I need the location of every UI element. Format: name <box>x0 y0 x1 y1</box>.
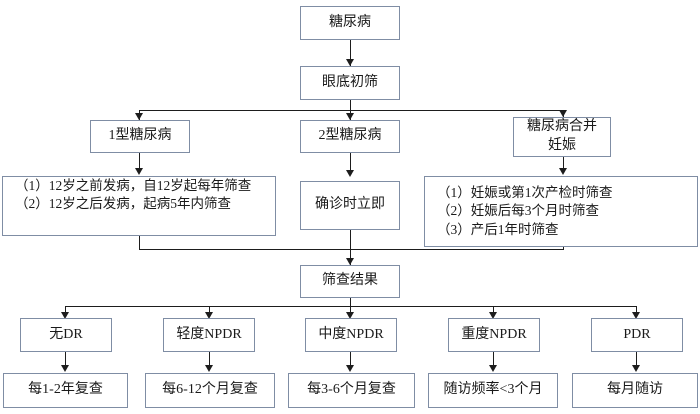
edge-outcome-stem-0 <box>65 306 66 315</box>
edge-type2-to-detail <box>350 153 351 173</box>
edge-pregnancy-to-detail <box>563 157 564 169</box>
arrow-type2-to-detail <box>346 170 354 177</box>
node-root-label: 糖尿病 <box>329 14 371 30</box>
arrow-outcome-2 <box>346 312 354 319</box>
edge-result-down <box>350 298 351 306</box>
edge-grade-0-to-followup <box>65 352 66 367</box>
edge-grade-2-to-followup <box>350 352 351 367</box>
edge-initial-down <box>350 100 351 110</box>
node-grade-1-label: 轻度NPDR <box>176 326 242 342</box>
node-grade-0-label: 无DR <box>49 326 83 342</box>
node-followup-4-label: 每月随访 <box>607 382 663 398</box>
edge-outcome-stem-1 <box>209 306 210 315</box>
arrow-grade-3-to-followup <box>489 365 497 372</box>
node-grade-2-label: 中度NPDR <box>318 326 384 342</box>
edge-grade-4-to-followup <box>636 352 637 367</box>
node-followup-0[interactable]: 每1-2年复查 <box>3 373 128 408</box>
node-followup-1-label: 每6-12个月复查 <box>162 382 258 398</box>
arrow-to-type2 <box>346 113 354 120</box>
edge-detail-pregnancy-down <box>563 247 564 249</box>
node-detail-type1-line1: （1）12岁之前发病，自12岁起每年筛查 <box>15 178 252 193</box>
node-branch-pregnancy[interactable]: 糖尿病合并 妊娠 <box>513 117 611 157</box>
arrow-outcome-3 <box>489 312 497 319</box>
node-followup-3[interactable]: 随访频率<3个月 <box>428 373 558 408</box>
edge-detail-type1-down <box>139 236 140 249</box>
node-screening-result-label: 筛查结果 <box>322 273 378 289</box>
arrow-grade-0-to-followup <box>61 365 69 372</box>
node-detail-type1-line2: （2）12岁之后发病，起病5年内筛查 <box>15 196 231 212</box>
node-branch-type2-label: 2型糖尿病 <box>318 128 382 144</box>
arrow-outcome-1 <box>205 312 213 319</box>
node-detail-pregnancy-line2: （2）妊娠后每3个月时筛查 <box>437 203 599 219</box>
arrow-root-to-initial <box>346 59 354 66</box>
arrow-pregnancy-to-detail <box>559 168 567 175</box>
edge-outcome-stem-4 <box>636 306 637 315</box>
arrow-to-screening-result <box>346 258 354 265</box>
node-initial-screening-label: 眼底初筛 <box>322 74 378 90</box>
node-followup-3-label: 随访频率<3个月 <box>443 382 543 398</box>
node-branch-type1[interactable]: 1型糖尿病 <box>90 120 190 153</box>
edge-outcome-stem-3 <box>493 306 494 315</box>
node-grade-4-label: PDR <box>623 326 651 342</box>
node-followup-0-label: 每1-2年复查 <box>28 382 103 398</box>
arrow-outcome-0 <box>61 312 69 319</box>
arrow-grade-4-to-followup <box>632 365 640 372</box>
node-followup-1[interactable]: 每6-12个月复查 <box>145 373 275 408</box>
edge-grade-3-to-followup <box>493 352 494 367</box>
node-initial-screening[interactable]: 眼底初筛 <box>300 66 400 100</box>
arrow-grade-1-to-followup <box>205 365 213 372</box>
node-followup-2-label: 每3-6个月复查 <box>307 382 396 398</box>
node-screening-result[interactable]: 筛查结果 <box>300 265 400 298</box>
node-followup-4[interactable]: 每月随访 <box>572 373 698 408</box>
node-grade-1[interactable]: 轻度NPDR <box>163 318 255 352</box>
node-grade-0[interactable]: 无DR <box>20 318 112 352</box>
node-branch-type2[interactable]: 2型糖尿病 <box>300 120 400 153</box>
edge-merge-bar <box>139 249 564 250</box>
node-root[interactable]: 糖尿病 <box>300 6 400 40</box>
node-detail-pregnancy[interactable]: （1）妊娠或第1次产检时筛查 （2）妊娠后每3个月时筛查 （3）产后1年时筛查 <box>424 176 698 247</box>
arrow-outcome-4 <box>632 312 640 319</box>
edge-outcome-stem-2 <box>350 306 351 315</box>
edge-outcome-bar <box>65 306 637 307</box>
edge-grade-1-to-followup <box>209 352 210 367</box>
node-followup-2[interactable]: 每3-6个月复查 <box>288 373 415 408</box>
arrow-to-type1 <box>135 113 143 120</box>
node-grade-4[interactable]: PDR <box>591 318 683 352</box>
node-branch-pregnancy-line1: 糖尿病合并 <box>527 119 597 135</box>
node-grade-2[interactable]: 中度NPDR <box>305 318 397 352</box>
node-detail-pregnancy-line3: （3）产后1年时筛查 <box>437 221 559 237</box>
node-detail-type2-label: 确诊时立即 <box>315 197 385 213</box>
arrow-grade-2-to-followup <box>346 365 354 372</box>
node-detail-type1[interactable]: （1）12岁之前发病，自12岁起每年筛查 （2）12岁之后发病，起病5年内筛查 <box>2 176 276 236</box>
node-branch-pregnancy-line2: 妊娠 <box>548 138 576 153</box>
arrow-to-pregnancy <box>559 110 567 117</box>
edge-split-bar-top <box>139 110 564 111</box>
node-grade-3-label: 重度NPDR <box>461 326 527 342</box>
arrow-type1-to-detail <box>135 168 143 175</box>
node-branch-type1-label: 1型糖尿病 <box>108 128 172 144</box>
edge-type1-to-detail <box>139 153 140 169</box>
edge-root-to-initial <box>350 40 351 66</box>
node-detail-pregnancy-line1: （1）妊娠或第1次产检时筛查 <box>437 185 613 201</box>
node-detail-type2[interactable]: 确诊时立即 <box>300 181 400 230</box>
node-grade-3[interactable]: 重度NPDR <box>448 318 540 352</box>
edge-merge-center-down <box>350 230 351 265</box>
